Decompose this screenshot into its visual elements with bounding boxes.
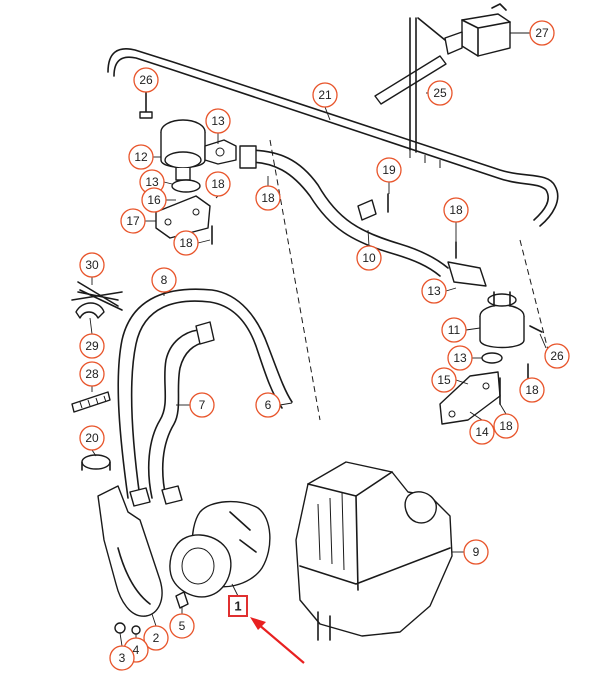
callout-13-c-label: 13 — [427, 284, 441, 298]
air-pump-1 — [169, 500, 271, 598]
callout-26-upper-label: 26 — [139, 73, 153, 87]
hose-8 — [79, 288, 293, 499]
clamps-left — [71, 281, 123, 413]
callout-5[interactable]: 5 — [169, 606, 195, 639]
callout-13-d[interactable]: 13 — [447, 345, 482, 371]
callout-29-label: 29 — [85, 339, 99, 353]
solenoid-valve-27 — [417, 3, 511, 57]
callout-8[interactable]: 8 — [151, 267, 177, 296]
callout-13-a-label: 13 — [211, 114, 225, 128]
callout-12[interactable]: 12 — [128, 144, 161, 170]
callout-27-label: 27 — [535, 26, 549, 40]
callout-18-a[interactable]: 18 — [205, 171, 231, 199]
callout-3[interactable]: 3 — [109, 632, 135, 671]
callout-15[interactable]: 15 — [431, 367, 469, 393]
parts-drawing — [71, 3, 559, 641]
callout-18-d-label: 18 — [449, 203, 463, 217]
callout-18-f-label: 18 — [499, 419, 513, 433]
callout-18-f[interactable]: 18 — [493, 403, 519, 439]
callout-11-label: 11 — [448, 323, 461, 337]
callout-14-label: 14 — [475, 425, 489, 439]
callout-12-label: 12 — [134, 150, 148, 164]
callout-21[interactable]: 21 — [312, 82, 338, 121]
hose-10 — [239, 145, 449, 277]
hose-25 — [374, 17, 447, 153]
callout-16[interactable]: 16 — [141, 187, 176, 213]
callout-25-label: 25 — [433, 86, 447, 100]
callout-8-label: 8 — [161, 273, 168, 287]
callout-1-label: 1 — [234, 599, 241, 614]
callout-13-d-label: 13 — [453, 351, 467, 365]
callout-11[interactable]: 11 — [441, 317, 481, 343]
callout-17-label: 17 — [126, 214, 140, 228]
callout-1-highlighted[interactable]: 1 — [228, 583, 248, 617]
callout-10-label: 10 — [362, 251, 376, 265]
callout-4-label: 4 — [133, 643, 140, 657]
callout-26-upper[interactable]: 26 — [133, 67, 159, 93]
pump-bracket-2 — [97, 485, 189, 635]
callout-18-e[interactable]: 18 — [519, 377, 545, 403]
vacuum-hose-21 — [107, 48, 559, 227]
callout-15-label: 15 — [437, 373, 451, 387]
callout-28-label: 28 — [85, 367, 99, 381]
combi-valve-11 — [447, 241, 543, 364]
callout-20-label: 20 — [85, 431, 99, 445]
callout-7[interactable]: 7 — [176, 392, 215, 418]
callouts: 27 26 21 25 13 12 — [79, 20, 570, 671]
callout-18-d[interactable]: 18 — [443, 197, 469, 242]
callout-18-b[interactable]: 18 — [255, 176, 281, 211]
callout-6-label: 6 — [265, 398, 272, 412]
callout-28[interactable]: 28 — [79, 361, 105, 392]
callout-14[interactable]: 14 — [469, 411, 495, 445]
callout-18-b-label: 18 — [261, 191, 275, 205]
callout-18-a-label: 18 — [211, 177, 225, 191]
highlight-arrow — [250, 617, 305, 664]
callout-20[interactable]: 20 — [79, 425, 105, 457]
callout-13-b-label: 13 — [145, 175, 159, 189]
hose-7 — [129, 321, 215, 507]
callout-26-right[interactable]: 26 — [539, 333, 570, 369]
callout-26-right-label: 26 — [550, 349, 564, 363]
callout-10[interactable]: 10 — [356, 229, 382, 271]
callout-3-label: 3 — [119, 651, 126, 665]
callout-9[interactable]: 9 — [452, 539, 489, 565]
callout-19[interactable]: 19 — [376, 157, 402, 194]
callout-30-label: 30 — [85, 258, 99, 272]
callout-18-c-label: 18 — [179, 236, 193, 250]
callout-2[interactable]: 2 — [143, 613, 169, 651]
callout-18-c[interactable]: 18 — [173, 230, 211, 256]
callout-13-c[interactable]: 13 — [421, 278, 457, 304]
callout-17[interactable]: 17 — [120, 208, 156, 234]
callout-21-label: 21 — [318, 88, 332, 102]
callout-13-a[interactable]: 13 — [205, 108, 231, 144]
callout-9-label: 9 — [473, 545, 480, 559]
callout-6[interactable]: 6 — [255, 392, 293, 418]
combi-valve-12 — [160, 119, 237, 181]
callout-18-e-label: 18 — [525, 383, 539, 397]
callout-30[interactable]: 30 — [79, 252, 105, 285]
callout-16-label: 16 — [147, 193, 161, 207]
callout-19-label: 19 — [382, 163, 396, 177]
callout-29[interactable]: 29 — [79, 317, 105, 359]
callout-5-label: 5 — [179, 619, 186, 633]
clamp-20 — [81, 454, 111, 471]
cap-26-upper — [139, 91, 153, 119]
filter-housing-9 — [295, 461, 453, 641]
callout-27[interactable]: 27 — [510, 20, 555, 46]
callout-2-label: 2 — [153, 631, 160, 645]
callout-7-label: 7 — [199, 398, 206, 412]
callout-25[interactable]: 25 — [426, 80, 453, 106]
